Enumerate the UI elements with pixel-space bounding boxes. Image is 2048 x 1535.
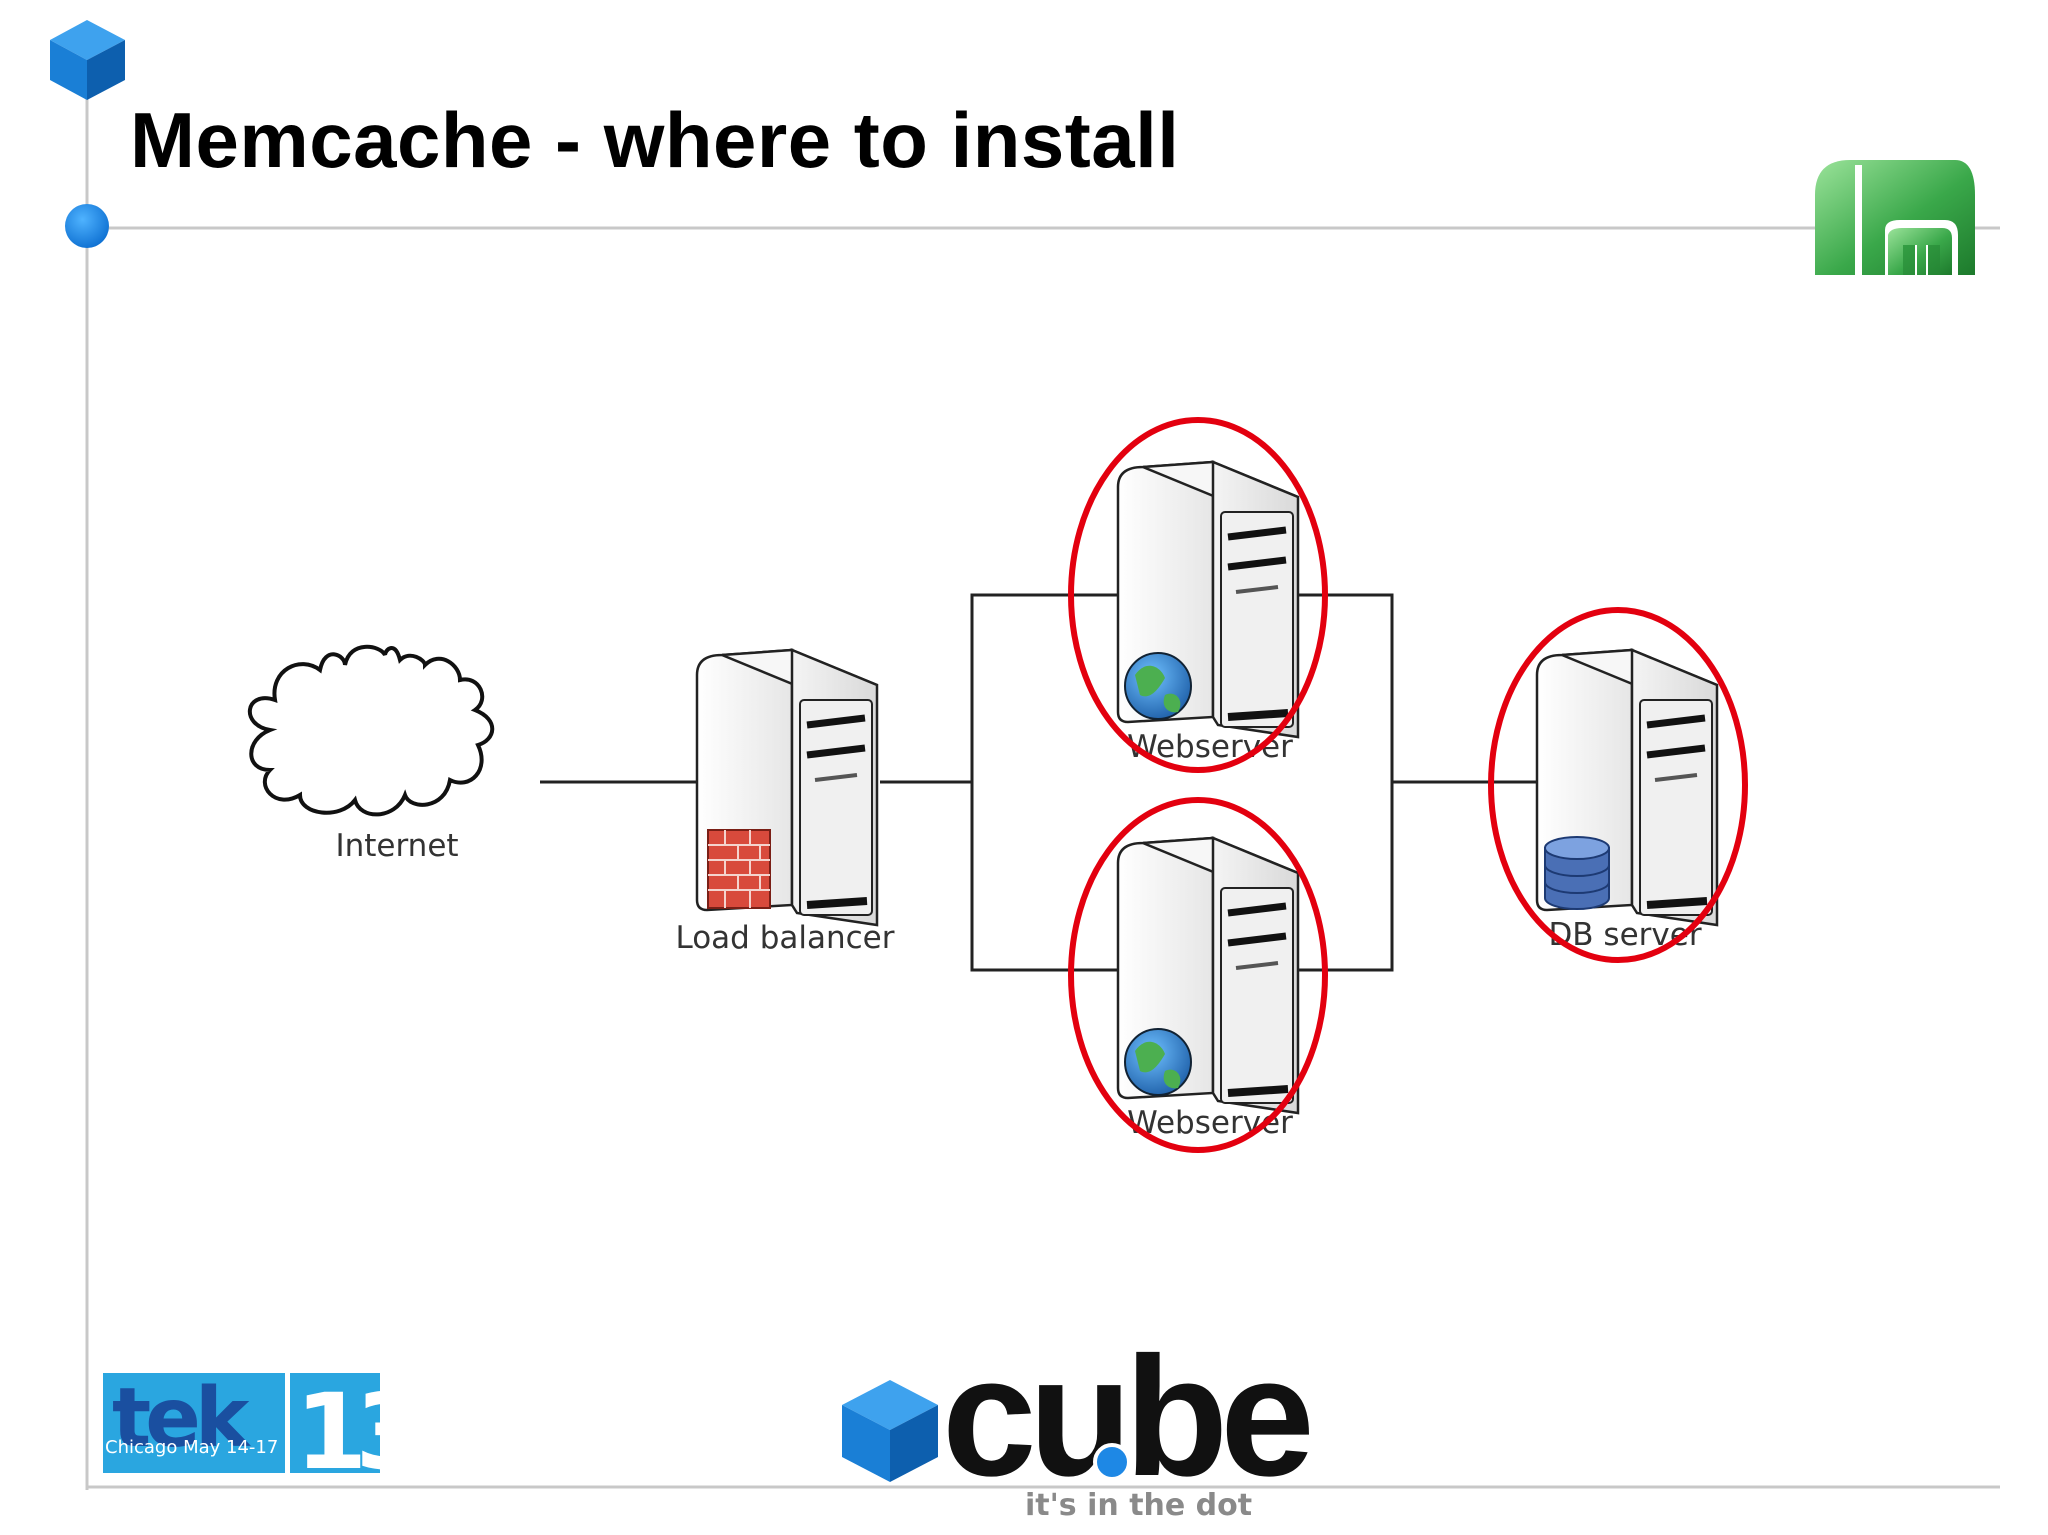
load-balancer-label: Load balancer	[675, 920, 894, 956]
webserver-top-node: Webserver	[1118, 462, 1298, 765]
cube-icon	[842, 1380, 938, 1482]
cube-icon	[50, 20, 125, 100]
highlight-db-server	[1488, 607, 1748, 963]
internet-label: Internet	[335, 828, 458, 864]
cloud-icon	[248, 644, 495, 817]
highlight-ellipses	[1068, 417, 1748, 1153]
tek-logo-text: tek	[112, 1371, 252, 1466]
webserver-bottom-node: Webserver	[1118, 838, 1298, 1141]
bullet-dot-icon	[65, 204, 109, 248]
db-server-node: DB server	[1537, 650, 1717, 953]
cube-logo-text: cube	[942, 1350, 1309, 1512]
cube-dot-icon	[1093, 1443, 1131, 1481]
cube-tagline: it's in the dot	[1025, 1488, 1252, 1523]
database-icon	[1544, 836, 1610, 910]
internet-node: Internet	[248, 644, 495, 864]
globe-icon	[1124, 652, 1192, 720]
firewall-icon	[707, 829, 771, 909]
tek-logo-number: 13	[295, 1371, 390, 1478]
globe-icon	[1124, 1028, 1192, 1096]
load-balancer-node: Load balancer	[675, 650, 895, 956]
tek13-logo: tek 13	[103, 1371, 390, 1478]
highlight-webserver-top	[1068, 417, 1328, 773]
highlight-webserver-bottom	[1068, 797, 1328, 1153]
page-title: Memcache - where to install	[130, 96, 1180, 184]
tek-subtitle: Chicago May 14-17	[105, 1437, 279, 1458]
m-logo-icon	[1815, 160, 1975, 275]
connections	[540, 593, 1540, 972]
cube-logo: cube it's in the dot	[842, 1350, 1317, 1523]
